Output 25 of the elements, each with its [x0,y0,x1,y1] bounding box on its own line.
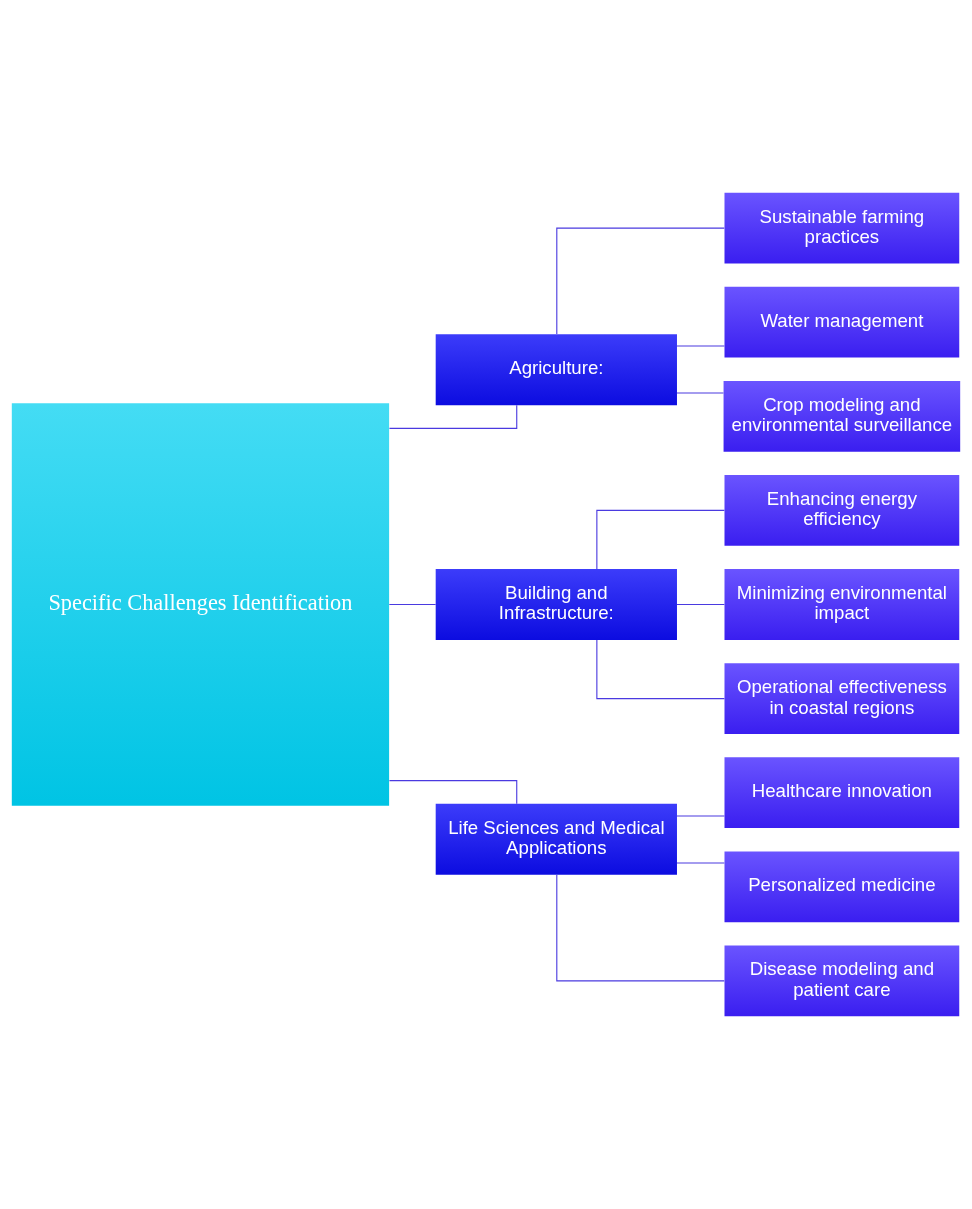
connector [596,639,725,700]
connector [556,227,725,335]
connector [388,780,518,805]
connector [676,815,725,817]
connector [596,509,725,570]
node-box: Building and Infrastructure: [435,569,677,640]
node-box: Operational effectiveness in coastal regions [724,663,960,734]
connector [676,603,725,606]
node-box: Enhancing energy efficiency [724,475,960,546]
node-box: Sustainable farming practices [724,192,960,264]
node-box: Specific Challenges Identification [11,403,390,806]
node-box: Crop modeling and environmental surveillance [723,380,961,452]
connector [676,392,724,394]
connector [676,862,725,864]
node-box: Disease modeling and patient care [724,945,960,1017]
node-box: Life Sciences and Medical Applications [435,803,677,875]
node-box: Agriculture: [435,334,677,406]
connector [388,603,437,606]
connector [556,874,725,982]
node-box: Healthcare innovation [724,757,960,829]
node-box: Personalized medicine [724,851,960,923]
connector [676,345,725,347]
node-box: Water management [724,286,960,358]
connector [388,404,518,429]
node-box: Minimizing environmental impact [724,569,960,640]
